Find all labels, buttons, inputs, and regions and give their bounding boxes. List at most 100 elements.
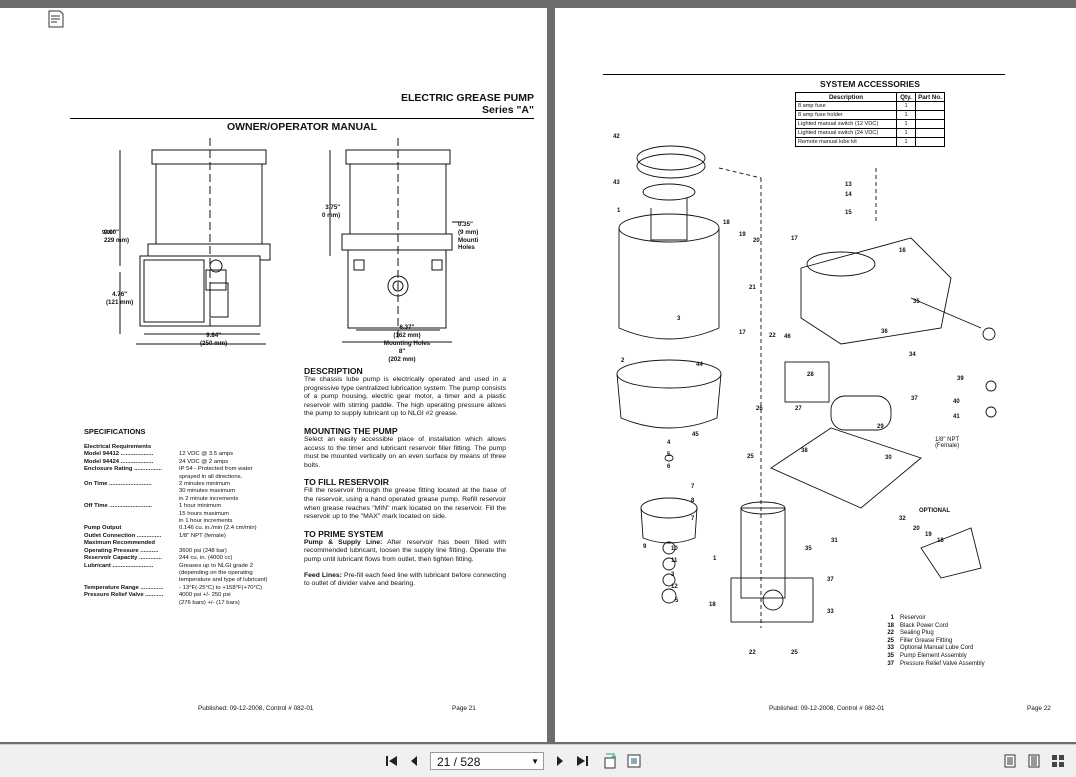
spec-value: 244 cu. in. (4000 cc) <box>179 555 233 562</box>
callout-32: 32 <box>899 516 906 522</box>
callout-31: 31 <box>831 538 838 544</box>
single-page-view-icon[interactable] <box>1002 753 1018 769</box>
specs-heading: SPECIFICATIONS <box>84 427 146 436</box>
spec-row: Operating Pressure ...........3600 psi (… <box>84 548 294 555</box>
dim-width: 9.84"(250 mm) <box>200 332 228 347</box>
callout-45: 45 <box>692 432 699 438</box>
col-description: Description <box>795 92 897 102</box>
legend-text: Filler Grease Fitting <box>900 637 953 644</box>
callout-39: 39 <box>957 376 964 382</box>
section-body: Fill the reservoir through the grease fi… <box>304 487 506 521</box>
page-number-select[interactable]: 21 / 528 ▼ <box>430 752 544 770</box>
callout-36: 36 <box>881 329 888 335</box>
spec-label: Temperature Range .............. <box>84 584 164 591</box>
spec-label: Enclosure Rating ................. <box>84 466 162 473</box>
callout-27: 27 <box>795 406 802 412</box>
spec-row: Maximum Recommended <box>84 540 294 547</box>
legend-number: 22 <box>887 630 894 637</box>
spec-value <box>179 540 294 547</box>
legend-number: 25 <box>887 637 894 644</box>
callout-37b: 37 <box>827 577 834 583</box>
spec-row: Enclosure Rating .................IP 54 … <box>84 466 294 481</box>
spec-row: Model 94424 ....................24 VDC @… <box>84 459 294 466</box>
footer-page-number: Page 21 <box>452 705 476 712</box>
table-cell-part <box>915 101 945 111</box>
spec-row: Outlet Connection ...............1/8" NP… <box>84 533 294 540</box>
document-series: Series "A" <box>482 104 534 116</box>
section-text: The chassis lube pump is electrically op… <box>304 376 506 419</box>
spec-label: Off Time .......................... <box>84 503 152 510</box>
callout-44: 44 <box>696 362 703 368</box>
callout-1: 1 <box>617 208 621 214</box>
document-page-21: ELECTRIC GREASE PUMP Series "A" OWNER/OP… <box>0 8 547 742</box>
section-heading: DESCRIPTION <box>304 366 363 376</box>
callout-43: 43 <box>613 180 620 186</box>
callout-25: 25 <box>747 454 754 460</box>
spec-row: Reservoir Capacity ..............244 cu.… <box>84 555 294 562</box>
callout-29: 29 <box>877 424 884 430</box>
previous-page-icon[interactable] <box>406 753 422 769</box>
spec-label: Electrical Requirements <box>84 444 152 450</box>
table-cell-part <box>915 110 945 120</box>
callout-33: 33 <box>827 609 834 615</box>
section-text: Feed Lines: Pre-fill each feed line with… <box>304 572 506 589</box>
spec-label: On Time .......................... <box>84 481 152 488</box>
spec-value: 12 VDC @ 3.5 amps <box>179 451 234 458</box>
table-cell-qty: 1 <box>896 110 916 120</box>
callout-10: 10 <box>671 546 678 552</box>
table-cell-qty: 1 <box>896 101 916 111</box>
col-part-no: Part No. <box>915 92 945 102</box>
grid-view-icon[interactable] <box>1050 753 1066 769</box>
viewer-toolbar: 21 / 528 ▼ <box>0 744 1076 777</box>
fit-icon[interactable] <box>626 753 642 769</box>
callout-2: 2 <box>621 358 625 364</box>
dim-height-label: 9.00" <box>102 230 116 236</box>
first-page-icon[interactable] <box>384 753 400 769</box>
section-text: Select an easily accessible place of ins… <box>304 436 506 470</box>
legend-row: 25 Filler Grease Fitting <box>870 638 1070 646</box>
continuous-view-icon[interactable] <box>1026 753 1042 769</box>
rotate-icon[interactable] <box>602 753 618 769</box>
section-heading: MOUNTING THE PUMP <box>304 425 398 436</box>
exploded-parts-diagram <box>616 145 997 628</box>
spec-row: Model 94412 ....................12 VDC @… <box>84 451 294 458</box>
next-page-icon[interactable] <box>552 753 568 769</box>
spec-value <box>179 444 294 451</box>
spec-value: 2 minutes minimum 30 minutes maximum in … <box>179 481 239 502</box>
callout-13: 13 <box>845 182 852 188</box>
callout-18c: 18 <box>937 538 944 544</box>
section-body: The chassis lube pump is electrically op… <box>304 376 506 418</box>
spec-value: - 13°F(-25°C) to +158°F(+70°C) <box>179 584 263 591</box>
callout-20b: 20 <box>913 526 920 532</box>
spec-value: 0.146 cu. in./min (2.4 cm/min) <box>179 525 257 532</box>
legend-number: 37 <box>887 660 894 667</box>
manual-title: OWNER/OPERATOR MANUAL <box>226 121 378 133</box>
spec-label: Pressure Relief Valve ........... <box>84 592 164 599</box>
callout-14: 14 <box>845 192 852 198</box>
dim-base-height: 4.76"(121 mm) <box>106 291 134 306</box>
last-page-icon[interactable] <box>574 753 590 769</box>
callout-22: 22 <box>769 333 776 339</box>
legend-text: Optional Manual Lube Cord <box>900 645 974 652</box>
callout-6: 6 <box>667 464 671 470</box>
spec-row: Off Time ..........................1 hou… <box>84 503 294 525</box>
callout-7: 7 <box>691 484 695 490</box>
callout-12: 12 <box>671 584 678 590</box>
section-text: Pump & Supply Line: After reservoir has … <box>304 539 506 565</box>
callout-18b: 18 <box>709 602 716 608</box>
notes-icon[interactable] <box>48 10 64 28</box>
table-cell-desc: 8 amp fuse <box>795 101 897 111</box>
callout-37: 37 <box>911 396 918 402</box>
callout-15: 15 <box>845 210 852 216</box>
callout-5b: 5 <box>675 598 679 604</box>
section-lead: Pump & Supply Line: <box>304 538 383 546</box>
section-text: Fill the reservoir through the grease fi… <box>304 487 506 521</box>
callout-40: 40 <box>953 399 960 405</box>
